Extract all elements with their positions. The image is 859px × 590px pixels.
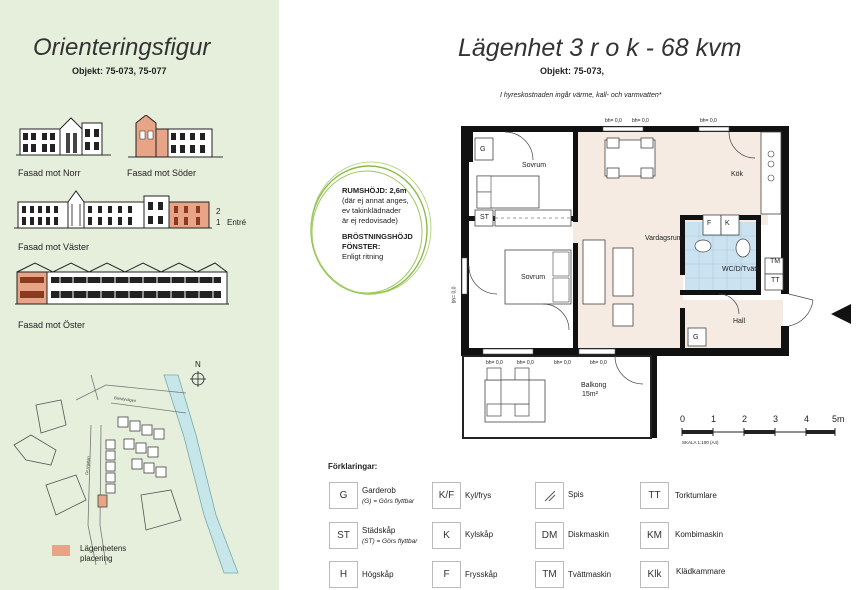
fixture-washing-machine: TM <box>770 258 781 265</box>
legend-name-frysskap: Frysskåp <box>465 570 498 579</box>
orientation-panel: Orienteringsfigur Objekt: 75-073, 75-077… <box>0 0 279 590</box>
room-height-note-1: (där ej annat anges, <box>342 196 409 205</box>
legend-name-hogskap: Högskåp <box>362 570 394 579</box>
scale-label: SKALA 1:100 (A4) <box>682 440 719 445</box>
scale-tick-5: 5m <box>832 414 845 424</box>
room-label-balcony: Balkong <box>581 382 607 389</box>
window-label-6: bh= 0,0 <box>517 360 534 366</box>
legend-name-kombimaskin: Kombimaskin <box>675 530 724 539</box>
orientation-objekt: Objekt: 75-073, 75-077 <box>72 66 167 76</box>
stove-icon <box>544 490 555 501</box>
window-label-4: bh= 0,0 <box>451 286 458 304</box>
legend-code-stadskap: ST <box>329 522 358 549</box>
legend-sub-garderob: (G) = Görs flyttbar <box>362 498 415 505</box>
fixture-wardrobe-1: G <box>480 146 486 153</box>
window-label-2: bh= 0,0 <box>632 118 649 124</box>
window-height-title-1: BRÖSTNINGSHÖJD <box>342 232 413 241</box>
legend-code-diskmaskin: DM <box>535 522 564 549</box>
room-height-note-2: ev takinklädnader <box>342 206 401 215</box>
apartment-title: Lägenhet 3 r o k - 68 kvm <box>458 34 742 62</box>
legend-code-kladkammare: Klk <box>640 561 669 588</box>
legend-name-spis: Spis <box>568 490 584 499</box>
fixture-freezer: F <box>707 220 712 227</box>
legend-code-spis <box>535 482 564 509</box>
facade-north-label: Fasad mot Norr <box>18 168 81 178</box>
street-label-bandy: Bandyvägen <box>114 395 137 403</box>
legend-title: Förklaringar: <box>328 462 378 471</box>
room-label-bedroom-1: Sovrum <box>522 162 547 169</box>
entrance-number-2: 2 <box>216 207 221 216</box>
room-label-balcony-area: 15m² <box>582 391 598 398</box>
legend-name-stadskap: Städskåp <box>362 526 396 535</box>
street-label-gruv: Gruvgatan <box>84 456 91 475</box>
room-label-bedroom-2: Sovrum <box>521 274 546 281</box>
legend-code-frysskap: F <box>432 561 461 588</box>
window-height-info: BRÖSTNINGSHÖJD FÖNSTER: Enligt ritning <box>342 232 413 262</box>
apartment-objekt: Objekt: 75-073, <box>540 66 605 76</box>
room-label-kitchen: Kök <box>731 171 744 178</box>
legend-code-kylskap: K <box>432 522 461 549</box>
placement-legend-label: Lägenhetens placering <box>80 544 127 563</box>
fixture-tumble-dryer: TT <box>771 277 780 284</box>
room-height-info: RUMSHÖJD: 2,6m (där ej annat anges, ev t… <box>342 186 409 226</box>
facade-east-label: Fasad mot Öster <box>18 320 86 330</box>
window-label-8: bh= 0,0 <box>590 360 607 366</box>
fixture-fridge: K <box>725 220 730 227</box>
legend-name-kladkammare: Klädkammare <box>676 567 726 576</box>
scale-tick-3: 3 <box>773 414 779 424</box>
fixture-wardrobe-2: G <box>693 334 699 341</box>
room-height-title: RUMSHÖJD: 2,6m <box>342 186 407 195</box>
rent-note: I hyreskostnaden ingår värme, kall- och … <box>500 92 662 99</box>
room-label-hall: Hall <box>733 318 746 325</box>
legend-code-hogskap: H <box>329 561 358 588</box>
entrance-number-1: 1 <box>216 218 221 227</box>
legend-name-diskmaskin: Diskmaskin <box>568 530 609 539</box>
room-label-bathroom: WC/D/Tvätt <box>722 266 759 273</box>
legend-name-torktumlare: Torktumlare <box>675 491 717 500</box>
window-label-5: bh= 0,0 <box>486 360 503 366</box>
room-label-living: Vardagsrum <box>645 235 683 242</box>
scale-tick-0: 0 <box>680 414 686 424</box>
entrance-label: Entré <box>227 218 247 227</box>
fixture-cleaning-cabinet: ST <box>480 214 489 221</box>
facade-west-drawing <box>14 190 212 229</box>
legend-code-kylfrys: K/F <box>432 482 461 509</box>
scale-tick-4: 4 <box>804 414 810 424</box>
window-label-3: bh= 0,0 <box>700 118 717 124</box>
legend-name-tvattmaskin: Tvättmaskin <box>568 570 612 579</box>
scale-tick-2: 2 <box>742 414 748 424</box>
facade-north-drawing <box>16 117 111 156</box>
legend-code-tvattmaskin: TM <box>535 561 564 588</box>
legend-item-garderob: Garderob (G) = Görs flyttbar <box>362 486 414 507</box>
compass-north-label: N <box>195 360 201 369</box>
legend-name-kylfrys: Kyl/frys <box>465 491 492 500</box>
window-label-1: bh= 0,0 <box>605 118 622 124</box>
facade-west-label: Fasad mot Väster <box>18 242 90 252</box>
orientation-title: Orienteringsfigur <box>33 34 211 61</box>
legend-item-stadskap: Städskåp (ST) = Görs flyttbar <box>362 526 417 547</box>
scale-tick-1: 1 <box>711 414 717 424</box>
legend-code-kombimaskin: KM <box>640 522 669 549</box>
legend-sub-stadskap: (ST) = Görs flyttbar <box>362 538 418 545</box>
legend-name-kylskap: Kylskåp <box>465 530 494 539</box>
legend-code-torktumlare: TT <box>640 482 669 509</box>
floor-plan <box>461 126 851 439</box>
window-height-value: Enligt ritning <box>342 252 384 261</box>
facade-south-label: Fasad mot Söder <box>127 168 197 178</box>
legend-code-garderob: G <box>329 482 358 509</box>
window-height-title-2: FÖNSTER: <box>342 242 381 251</box>
window-label-7: bh= 0,0 <box>554 360 571 366</box>
scale-bar <box>681 428 836 436</box>
legend-name-garderob: Garderob <box>362 486 396 495</box>
facade-south-drawing <box>128 115 223 158</box>
room-height-note-3: är ej redovisade) <box>342 216 398 225</box>
facade-east-drawing <box>15 262 229 305</box>
info-scribble-circle <box>310 161 432 295</box>
placement-legend-swatch <box>52 545 70 556</box>
site-map: Bandyvägen Gruvgatan <box>13 371 239 574</box>
